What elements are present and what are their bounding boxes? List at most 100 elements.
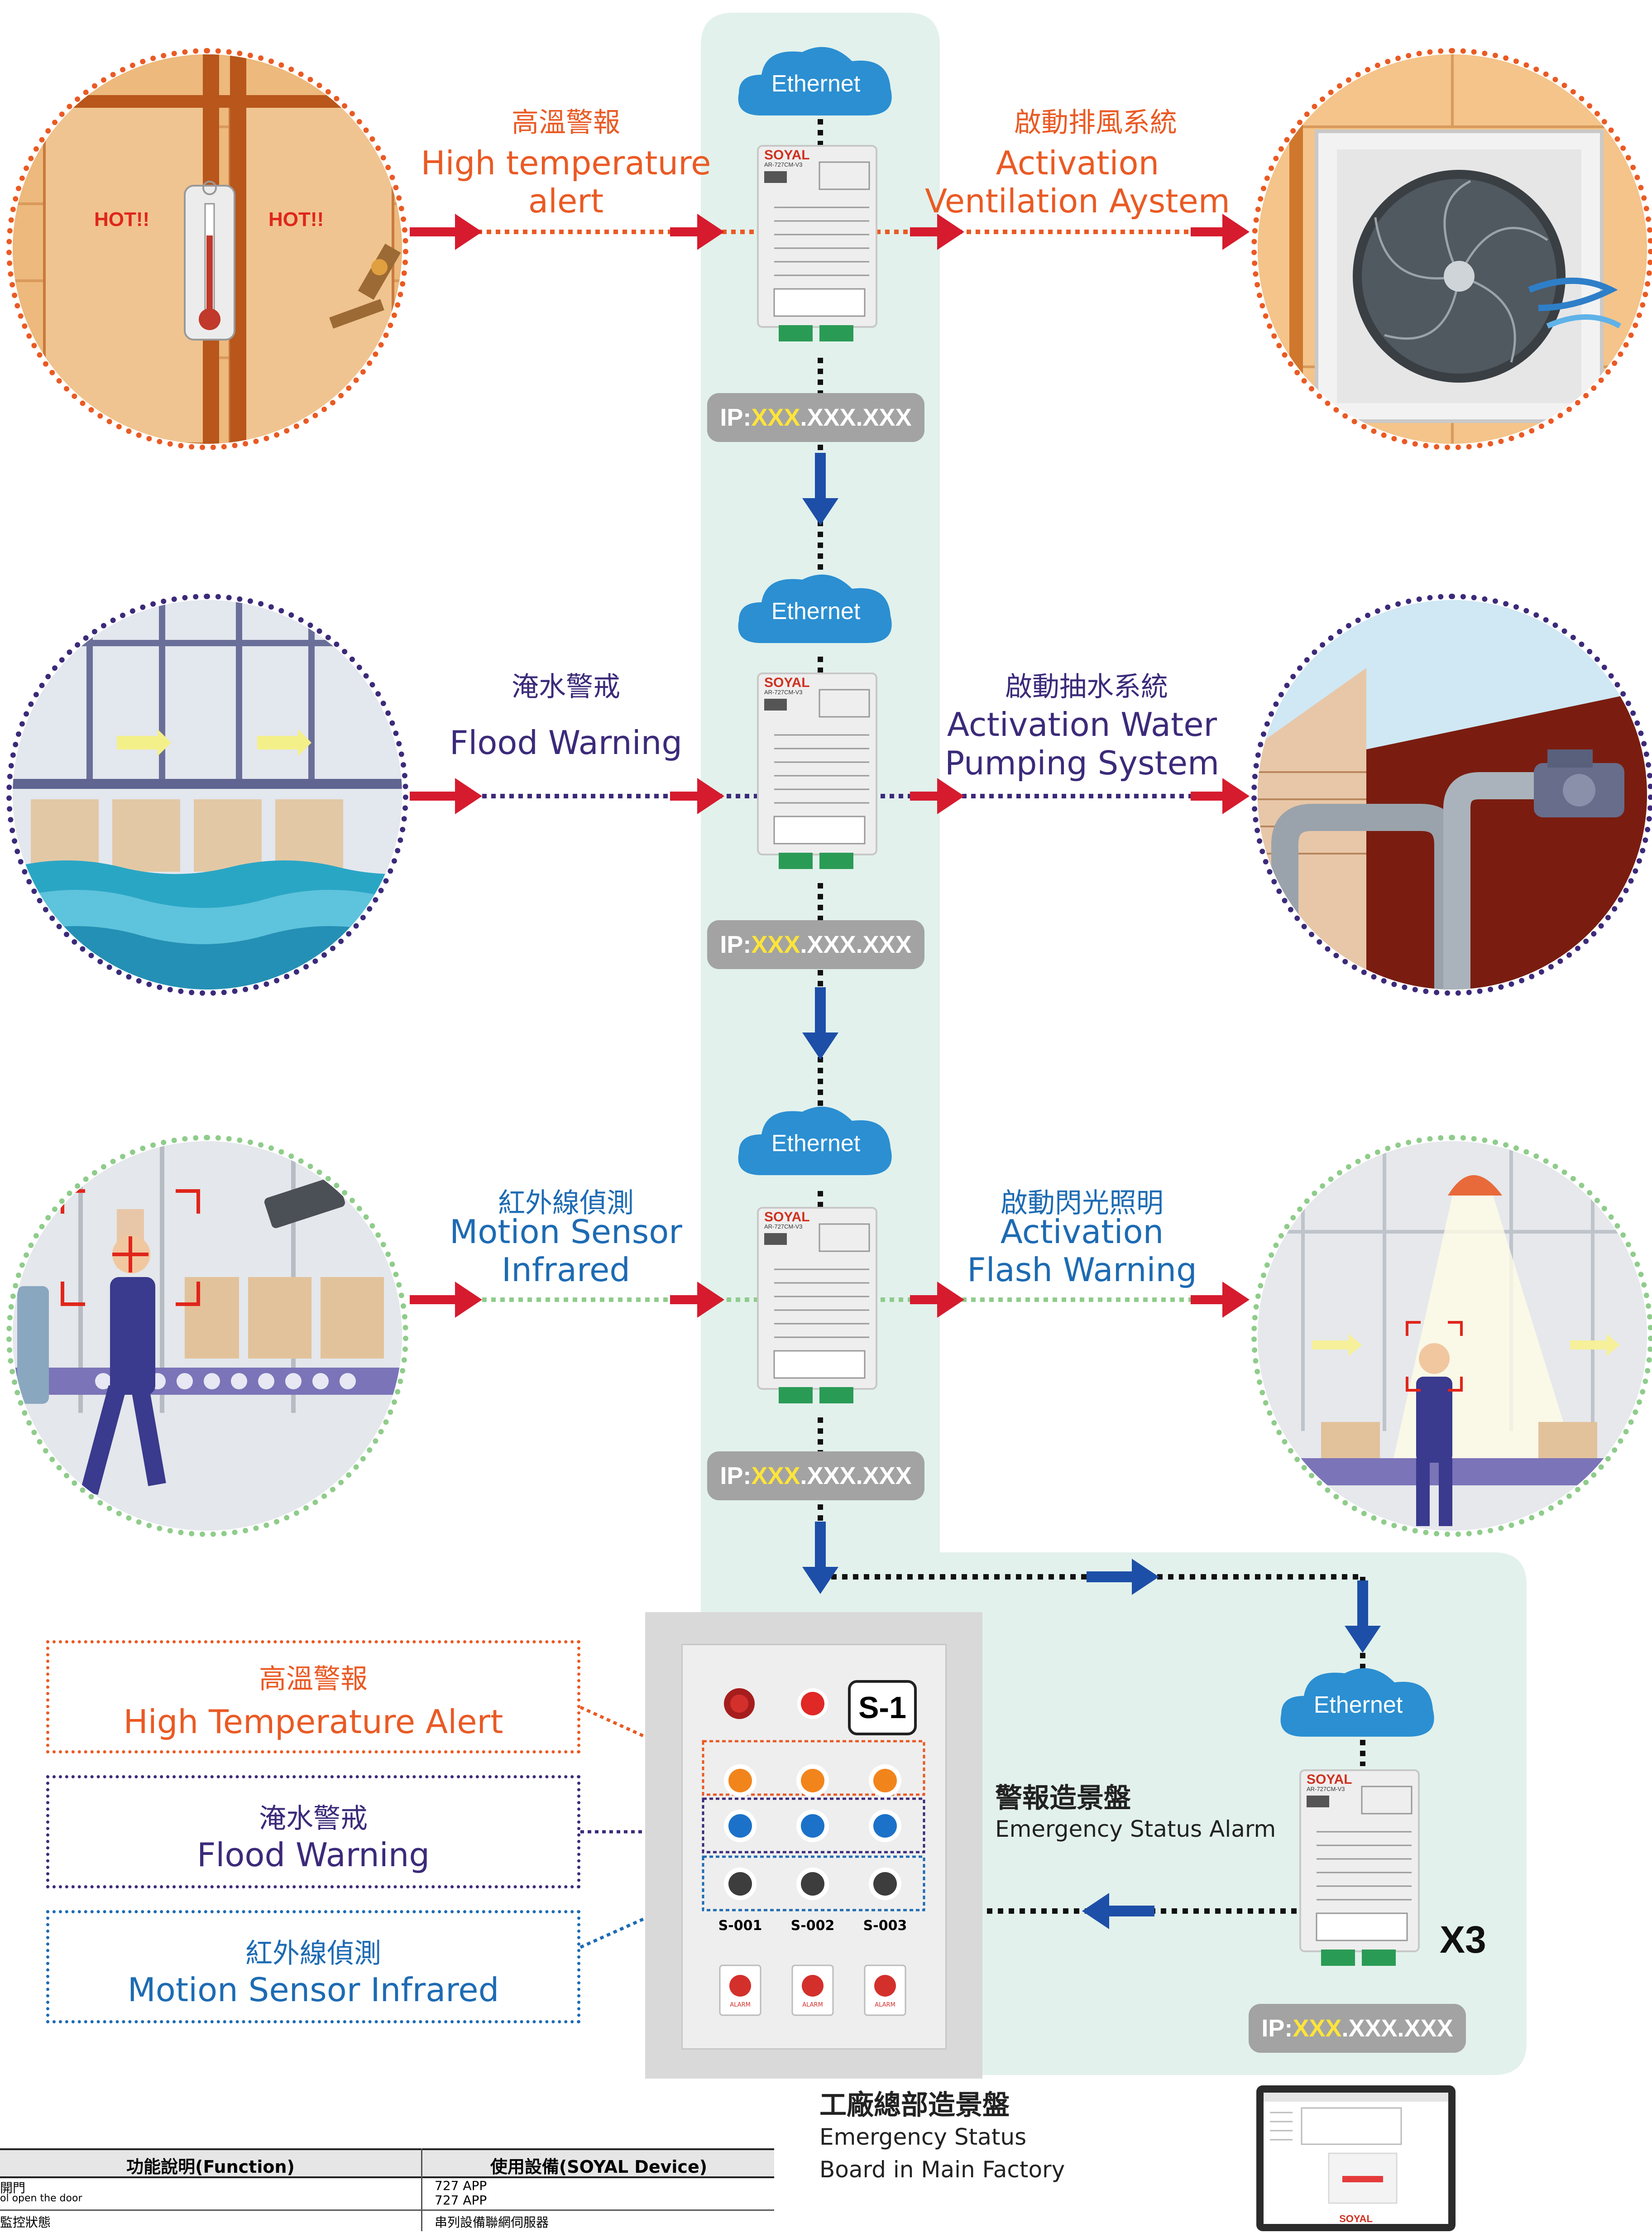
legend-en: Motion Sensor Infrared: [127, 1971, 499, 2009]
ethernet-cloud-1: Ethernet: [730, 38, 902, 129]
device-model: AR-727CM-V3: [764, 1223, 803, 1230]
ip-badge-1: IP:XXX.XXX.XXX: [707, 393, 924, 442]
row3-action-en-2: Flash Warning: [967, 1251, 1197, 1289]
panel-column-3: S-003: [863, 1918, 907, 1934]
panel-column-1: S-001: [718, 1918, 762, 1934]
table-header-row: [0, 2148, 774, 2178]
legend-high-temperature: 高溫警報 High Temperature Alert: [46, 1640, 580, 1753]
legend-zh: 紅外線偵測: [245, 1938, 381, 1969]
down-arrow-2: [802, 1032, 838, 1060]
device-model: AR-727CM-V3: [764, 689, 803, 696]
table-cell: 727 APP: [435, 2193, 487, 2208]
device-model: AR-727CM-V3: [1307, 1786, 1345, 1792]
ethernet-label: Ethernet: [1313, 1692, 1403, 1718]
table-cell: 727 APP: [435, 2178, 487, 2193]
legend-en: High Temperature Alert: [123, 1703, 503, 1741]
row3-arrow-4: [1222, 1282, 1250, 1318]
row3-arrow-3: [937, 1282, 964, 1318]
row3-alert-en-1: Motion Sensor: [450, 1213, 682, 1251]
down-arrow-4: [1345, 1626, 1381, 1653]
status-alarm-zh: 警報造景盤: [995, 1782, 1131, 1814]
ethernet-cloud-4: Ethernet: [1272, 1660, 1444, 1750]
ip-highlight: XXX: [1293, 2015, 1342, 2042]
down-arrow-3: [802, 1567, 838, 1594]
row1-arrow-4: [1222, 214, 1250, 250]
table-column-divider: [421, 2148, 422, 2231]
row1-alert-zh: 高溫警報: [512, 107, 620, 139]
device-brand: SOYAL: [1307, 1772, 1352, 1787]
row2-arrow-3: [937, 778, 964, 814]
row1-arrow-2: [697, 214, 724, 250]
row2-alert-en-1: Flood Warning: [449, 724, 683, 762]
device-model: AR-727CM-V3: [764, 161, 803, 168]
row2-action-zh: 啟動抽水系統: [1005, 671, 1168, 703]
row3-action-en-1: Activation: [1000, 1213, 1164, 1251]
factory-board-en-2: Board in Main Factory: [819, 2156, 1065, 2183]
status-alarm-en: Emergency Status Alarm: [995, 1816, 1276, 1842]
ethernet-cloud-2: Ethernet: [730, 566, 902, 657]
row2-alert-zh: 淹水警戒: [512, 671, 620, 703]
soyal-device-4: SOYAL AR-727CM-V3: [1298, 1768, 1421, 1968]
left-arrow: [1082, 1893, 1109, 1929]
ethernet-label: Ethernet: [771, 71, 861, 97]
legend-zh: 淹水警戒: [259, 1803, 368, 1834]
device-brand: SOYAL: [764, 675, 810, 690]
monitor: SOYAL: [1256, 2085, 1456, 2231]
ip-badge-4: IP:XXX.XXX.XXX: [1249, 2004, 1466, 2053]
panel-badge: S-1: [848, 1680, 917, 1735]
legend-motion-sensor: 紅外線偵測 Motion Sensor Infrared: [46, 1910, 580, 2023]
row2-action-en-1: Activation Water: [947, 706, 1217, 744]
ethernet-label: Ethernet: [771, 1130, 861, 1157]
table-cell: 開門: [0, 2180, 26, 2195]
alarm-label: ALARM: [875, 2002, 895, 2008]
row2-action-en-2: Pumping System: [944, 744, 1220, 782]
panel-column-2: S-002: [790, 1918, 835, 1934]
ip-badge-2: IP:XXX.XXX.XXX: [707, 920, 924, 969]
row3-arrow-1: [455, 1282, 482, 1318]
row1-action-zh: 啟動排風系統: [1014, 107, 1177, 139]
row2-arrow-2: [697, 778, 724, 814]
row1-alert-en-1: High temperature: [421, 144, 711, 182]
device-brand: SOYAL: [764, 1210, 810, 1225]
ethernet-label: Ethernet: [771, 598, 861, 624]
factory-board-en-1: Emergency Status: [819, 2124, 1027, 2150]
row1-action-en-1: Activation: [996, 144, 1159, 182]
table-cell: 監控狀態: [0, 2215, 51, 2230]
table-cell: ol open the door: [0, 2193, 82, 2204]
legend-zh: 高溫警報: [259, 1663, 368, 1695]
alarm-label: ALARM: [730, 2002, 751, 2008]
soyal-device-3: SOYAL AR-727CM-V3: [756, 1206, 878, 1405]
row3-alert-en-2: Infrared: [502, 1251, 630, 1289]
device-brand: SOYAL: [764, 148, 810, 163]
ip-prefix: IP:: [720, 1462, 752, 1489]
ip-rest: .XXX.XXX: [1341, 2015, 1453, 2042]
ip-highlight: XXX: [751, 404, 800, 431]
ip-highlight: XXX: [751, 931, 800, 958]
soyal-device-2: SOYAL AR-727CM-V3: [756, 672, 878, 871]
ip-prefix: IP:: [720, 404, 752, 431]
ethernet-cloud-3: Ethernet: [730, 1098, 902, 1189]
down-arrow-1: [802, 498, 838, 525]
legend-en: Flood Warning: [196, 1836, 430, 1874]
multiplier-label: X3: [1440, 1918, 1486, 1961]
ip-badge-3: IP:XXX.XXX.XXX: [707, 1451, 924, 1500]
row1-action-en-2: Ventilation Aystem: [925, 182, 1230, 220]
ip-rest: .XXX.XXX: [800, 1462, 912, 1489]
row1-arrow-1: [455, 214, 482, 250]
row1-alert-en-2: alert: [528, 182, 604, 220]
table-cell: 串列設備聯網伺服器: [435, 2215, 549, 2230]
row1-arrow-3: [937, 214, 964, 250]
ip-prefix: IP:: [720, 931, 752, 958]
monitor-brand: SOYAL: [1339, 2213, 1373, 2224]
function-table: 功能說明(Function) 使用設備(SOYAL Device) 開門 727…: [0, 2148, 774, 2231]
factory-board-zh: 工廠總部造景盤: [819, 2089, 1010, 2121]
table-header-device: 使用設備(SOYAL Device): [490, 2157, 708, 2177]
table-row-divider: [0, 2209, 774, 2211]
row2-arrow-4: [1222, 778, 1250, 814]
ip-prefix: IP:: [1261, 2015, 1293, 2042]
status-panel: S-1 S-001 S-002 S-003 ALARM ALARM ALARM: [645, 1612, 982, 2079]
row3-action-zh: 啟動閃光照明: [1001, 1187, 1164, 1219]
right-arrow: [1132, 1559, 1159, 1595]
ip-rest: .XXX.XXX: [800, 404, 912, 431]
